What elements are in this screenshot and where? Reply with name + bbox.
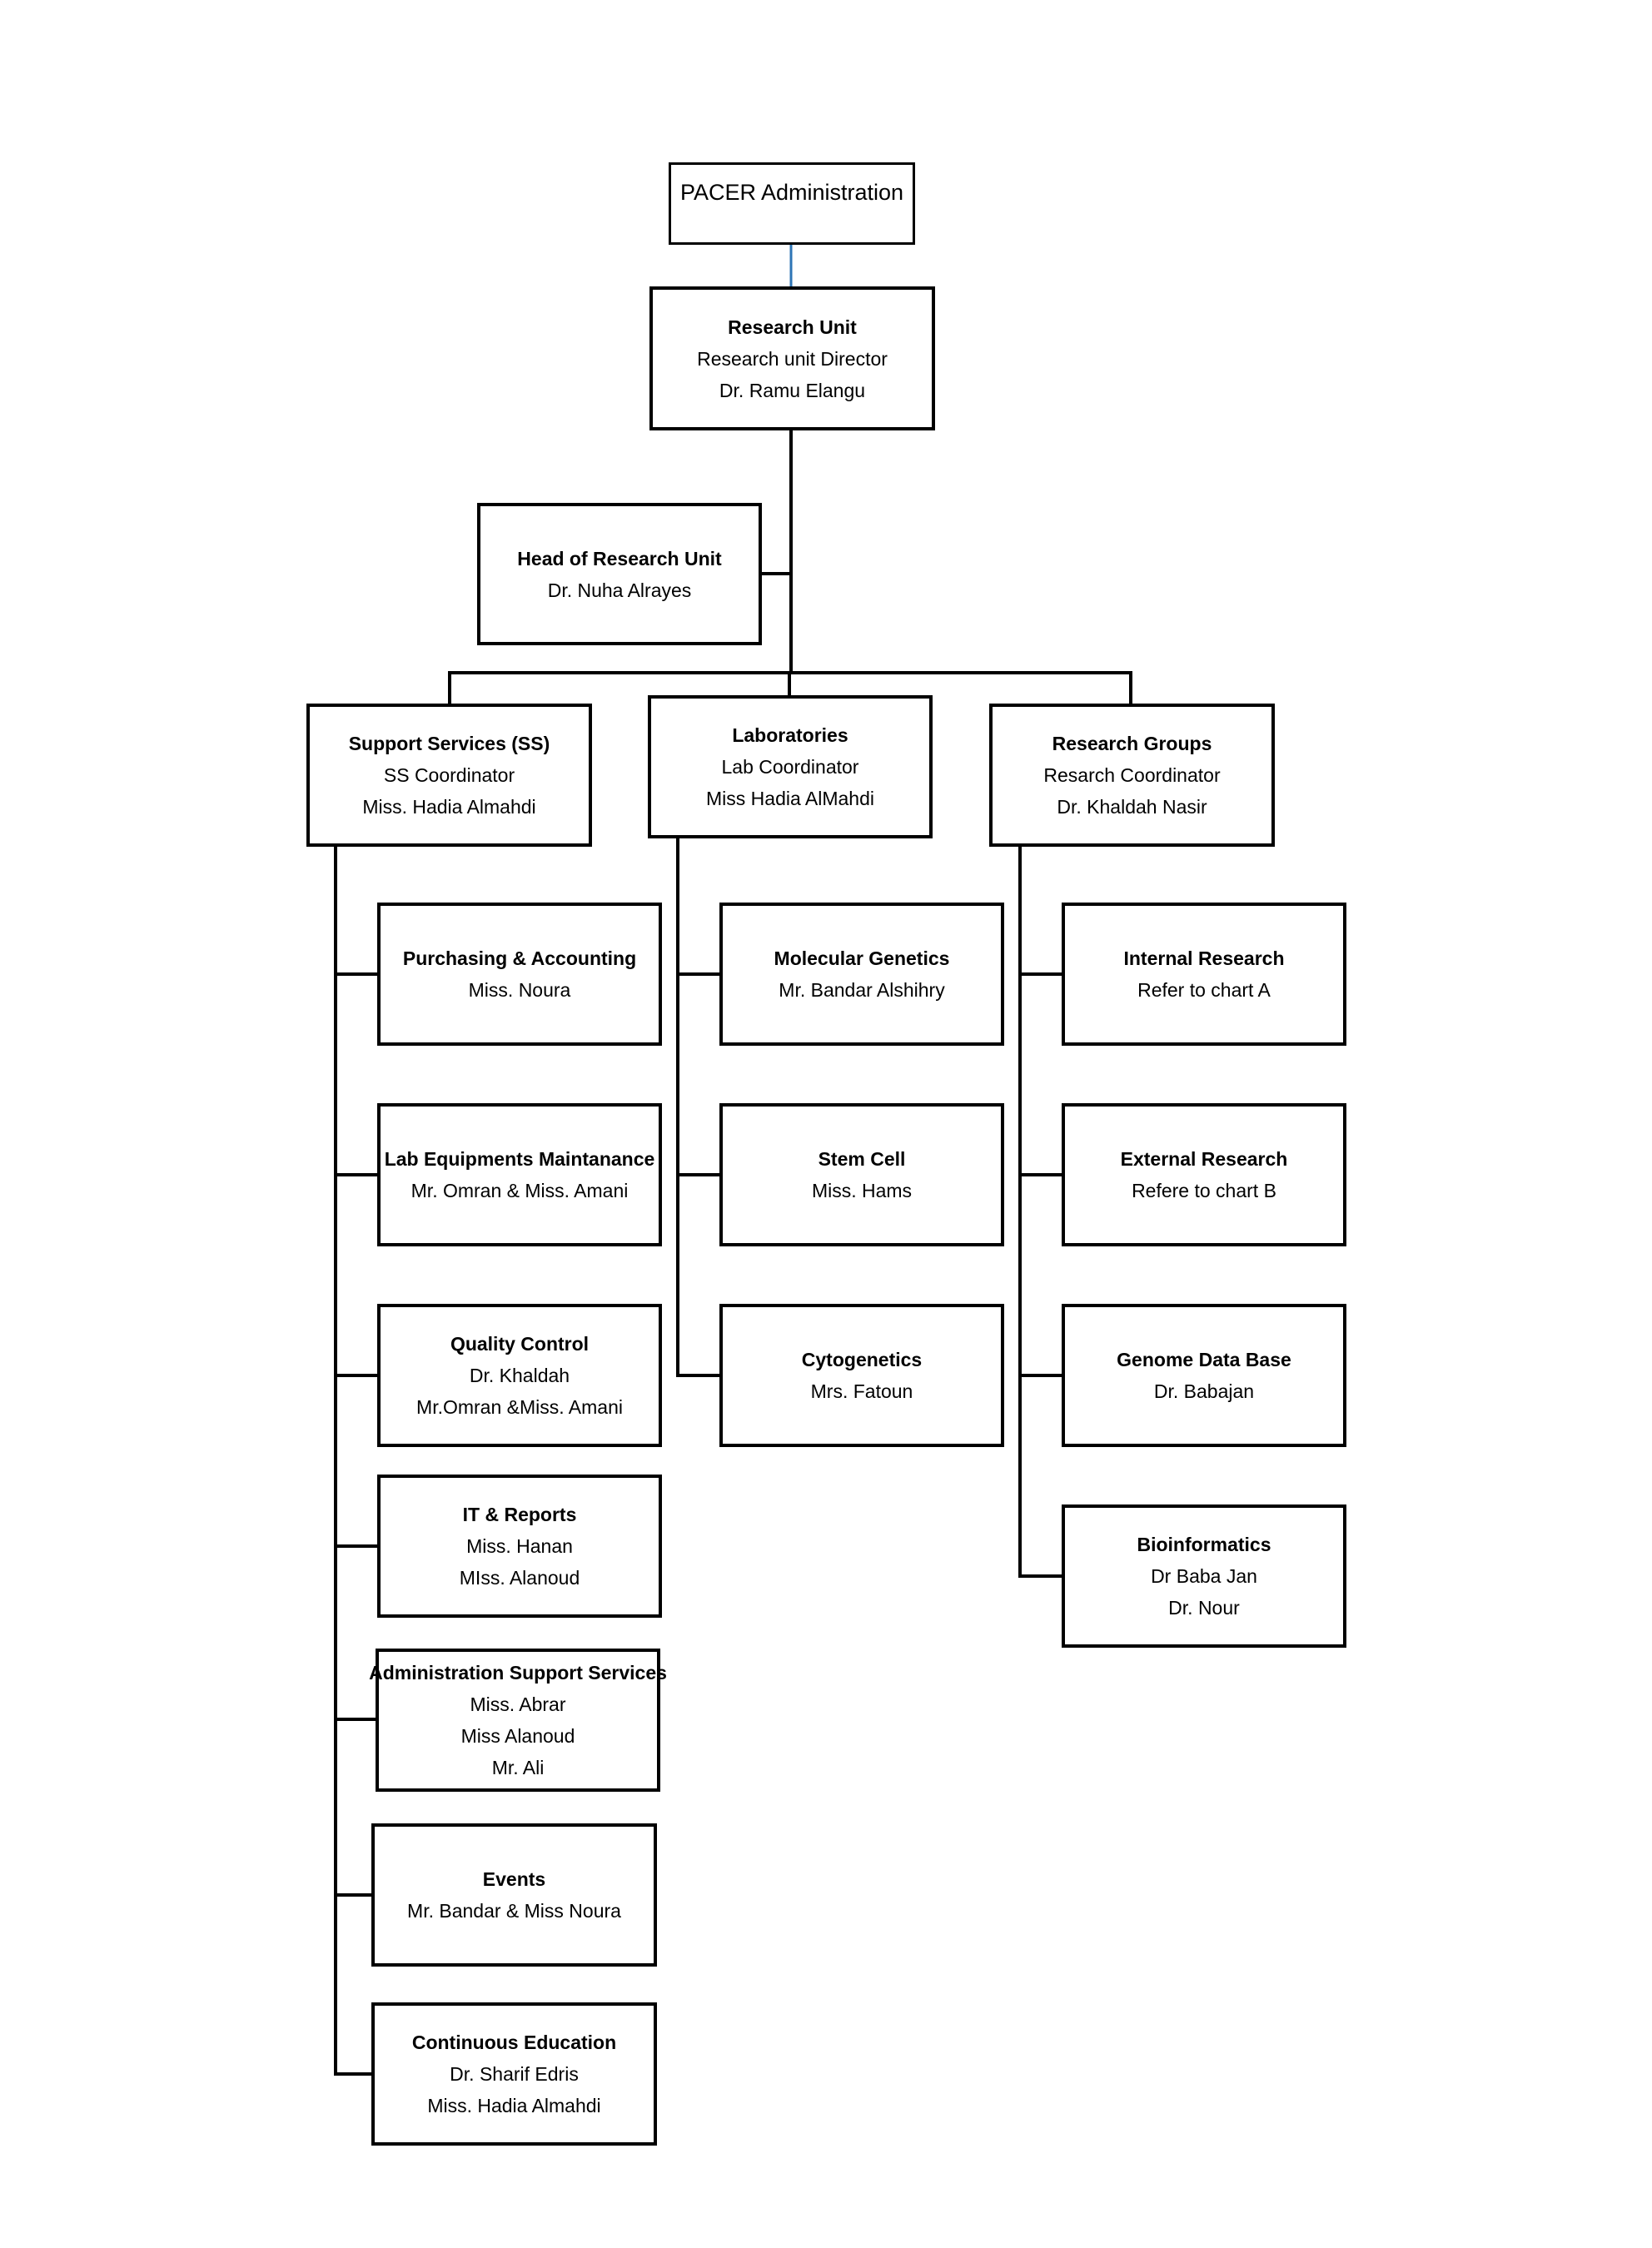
stem-cell-box: Stem Cell Miss. Hams — [719, 1103, 1004, 1246]
head-of-research-unit-box: Head of Research Unit Dr. Nuha Alrayes — [477, 503, 762, 645]
box-line: Dr. Sharif Edris — [450, 2063, 579, 2085]
bioinformatics-box: Bioinformatics Dr Baba Jan Dr. Nour — [1062, 1504, 1346, 1648]
box-title: Genome Data Base — [1117, 1349, 1291, 1370]
box-title: Quality Control — [450, 1333, 590, 1355]
continuous-education-box: Continuous Education Dr. Sharif Edris Mi… — [371, 2002, 657, 2146]
box-title: Cytogenetics — [801, 1349, 923, 1370]
box-line: Refer to chart A — [1137, 979, 1271, 1001]
box-title: Bioinformatics — [1137, 1534, 1271, 1555]
molecular-genetics-box: Molecular Genetics Mr. Bandar Alshihry — [719, 903, 1004, 1046]
research-unit-box: Research Unit Research unit Director Dr.… — [649, 286, 935, 430]
box-title: Molecular Genetics — [774, 947, 950, 969]
box-title: IT & Reports — [462, 1504, 577, 1525]
quality-control-box: Quality Control Dr. Khaldah Mr.Omran &Mi… — [377, 1304, 662, 1447]
internal-research-box: Internal Research Refer to chart A — [1062, 903, 1346, 1046]
box-line: SS Coordinator — [383, 764, 515, 786]
box-line: Mr. Bandar & Miss Noura — [407, 1900, 621, 1922]
box-line: Dr Baba Jan — [1151, 1565, 1257, 1587]
box-line: Research unit Director — [697, 347, 888, 370]
cytogenetics-box: Cytogenetics Mrs. Fatoun — [719, 1304, 1004, 1447]
box-line: Miss. Abrar — [470, 1693, 566, 1715]
events-box: Events Mr. Bandar & Miss Noura — [371, 1823, 657, 1967]
support-services-box: Support Services (SS) SS Coordinator Mis… — [306, 704, 592, 847]
box-title: Lab Equipments Maintanance — [384, 1148, 655, 1170]
box-line: Miss. Noura — [468, 979, 571, 1001]
box-line: MIss. Alanoud — [459, 1567, 580, 1589]
box-line: Dr. Babajan — [1153, 1380, 1255, 1402]
box-title: Laboratories — [732, 724, 848, 746]
box-line: Lab Coordinator — [721, 756, 859, 778]
box-line: Dr. Khaldah — [469, 1365, 570, 1386]
box-line: Refere to chart B — [1132, 1180, 1276, 1201]
box-line: Mr.Omran &Miss. Amani — [416, 1396, 623, 1418]
external-research-box: External Research Refere to chart B — [1062, 1103, 1346, 1246]
box-line: Miss Alanoud — [460, 1725, 575, 1747]
box-title: PACER Administration — [679, 180, 904, 205]
box-title: External Research — [1120, 1148, 1288, 1170]
box-title: Purchasing & Accounting — [402, 947, 637, 969]
laboratories-box: Laboratories Lab Coordinator Miss Hadia … — [648, 695, 933, 838]
box-title: Administration Support Services — [369, 1662, 667, 1684]
box-line: Miss. Hadia Almahdi — [427, 2095, 601, 2116]
box-line: Resarch Coordinator — [1043, 764, 1221, 786]
box-line: Mr. Bandar Alshihry — [779, 979, 945, 1001]
box-line: Mr. Omran & Miss. Amani — [411, 1180, 629, 1201]
box-line: Dr. Nour — [1168, 1597, 1240, 1619]
box-title: Stem Cell — [818, 1148, 906, 1170]
box-title: Events — [482, 1868, 546, 1890]
administration-support-services-box: Administration Support Services Miss. Ab… — [369, 1649, 667, 1792]
lab-equipments-maintanance-box: Lab Equipments Maintanance Mr. Omran & M… — [377, 1103, 662, 1246]
box-line: Miss Hadia AlMahdi — [706, 788, 874, 809]
box-line: Mrs. Fatoun — [810, 1380, 913, 1402]
box-title: Continuous Education — [411, 2032, 617, 2053]
box-title: Head of Research Unit — [517, 547, 722, 569]
box-line: Dr. Nuha Alrayes — [547, 579, 692, 601]
box-line: Miss. Hams — [811, 1180, 913, 1201]
research-groups-box: Research Groups Resarch Coordinator Dr. … — [989, 704, 1275, 847]
box-line: Dr. Ramu Elangu — [719, 379, 866, 401]
box-line: Mr. Ali — [491, 1757, 545, 1778]
box-line: Miss. Hanan — [466, 1535, 573, 1557]
purchasing-accounting-box: Purchasing & Accounting Miss. Noura — [377, 903, 662, 1046]
genome-data-base-box: Genome Data Base Dr. Babajan — [1062, 1304, 1346, 1447]
pacer-administration-box: PACER Administration — [669, 162, 915, 245]
it-reports-box: IT & Reports Miss. Hanan MIss. Alanoud — [377, 1475, 662, 1618]
box-title: Internal Research — [1123, 947, 1285, 969]
box-title: Research Groups — [1052, 733, 1212, 754]
box-title: Research Unit — [728, 316, 857, 338]
box-line: Dr. Khaldah Nasir — [1057, 796, 1207, 818]
box-title: Support Services (SS) — [348, 733, 550, 754]
box-line: Miss. Hadia Almahdi — [362, 796, 536, 818]
